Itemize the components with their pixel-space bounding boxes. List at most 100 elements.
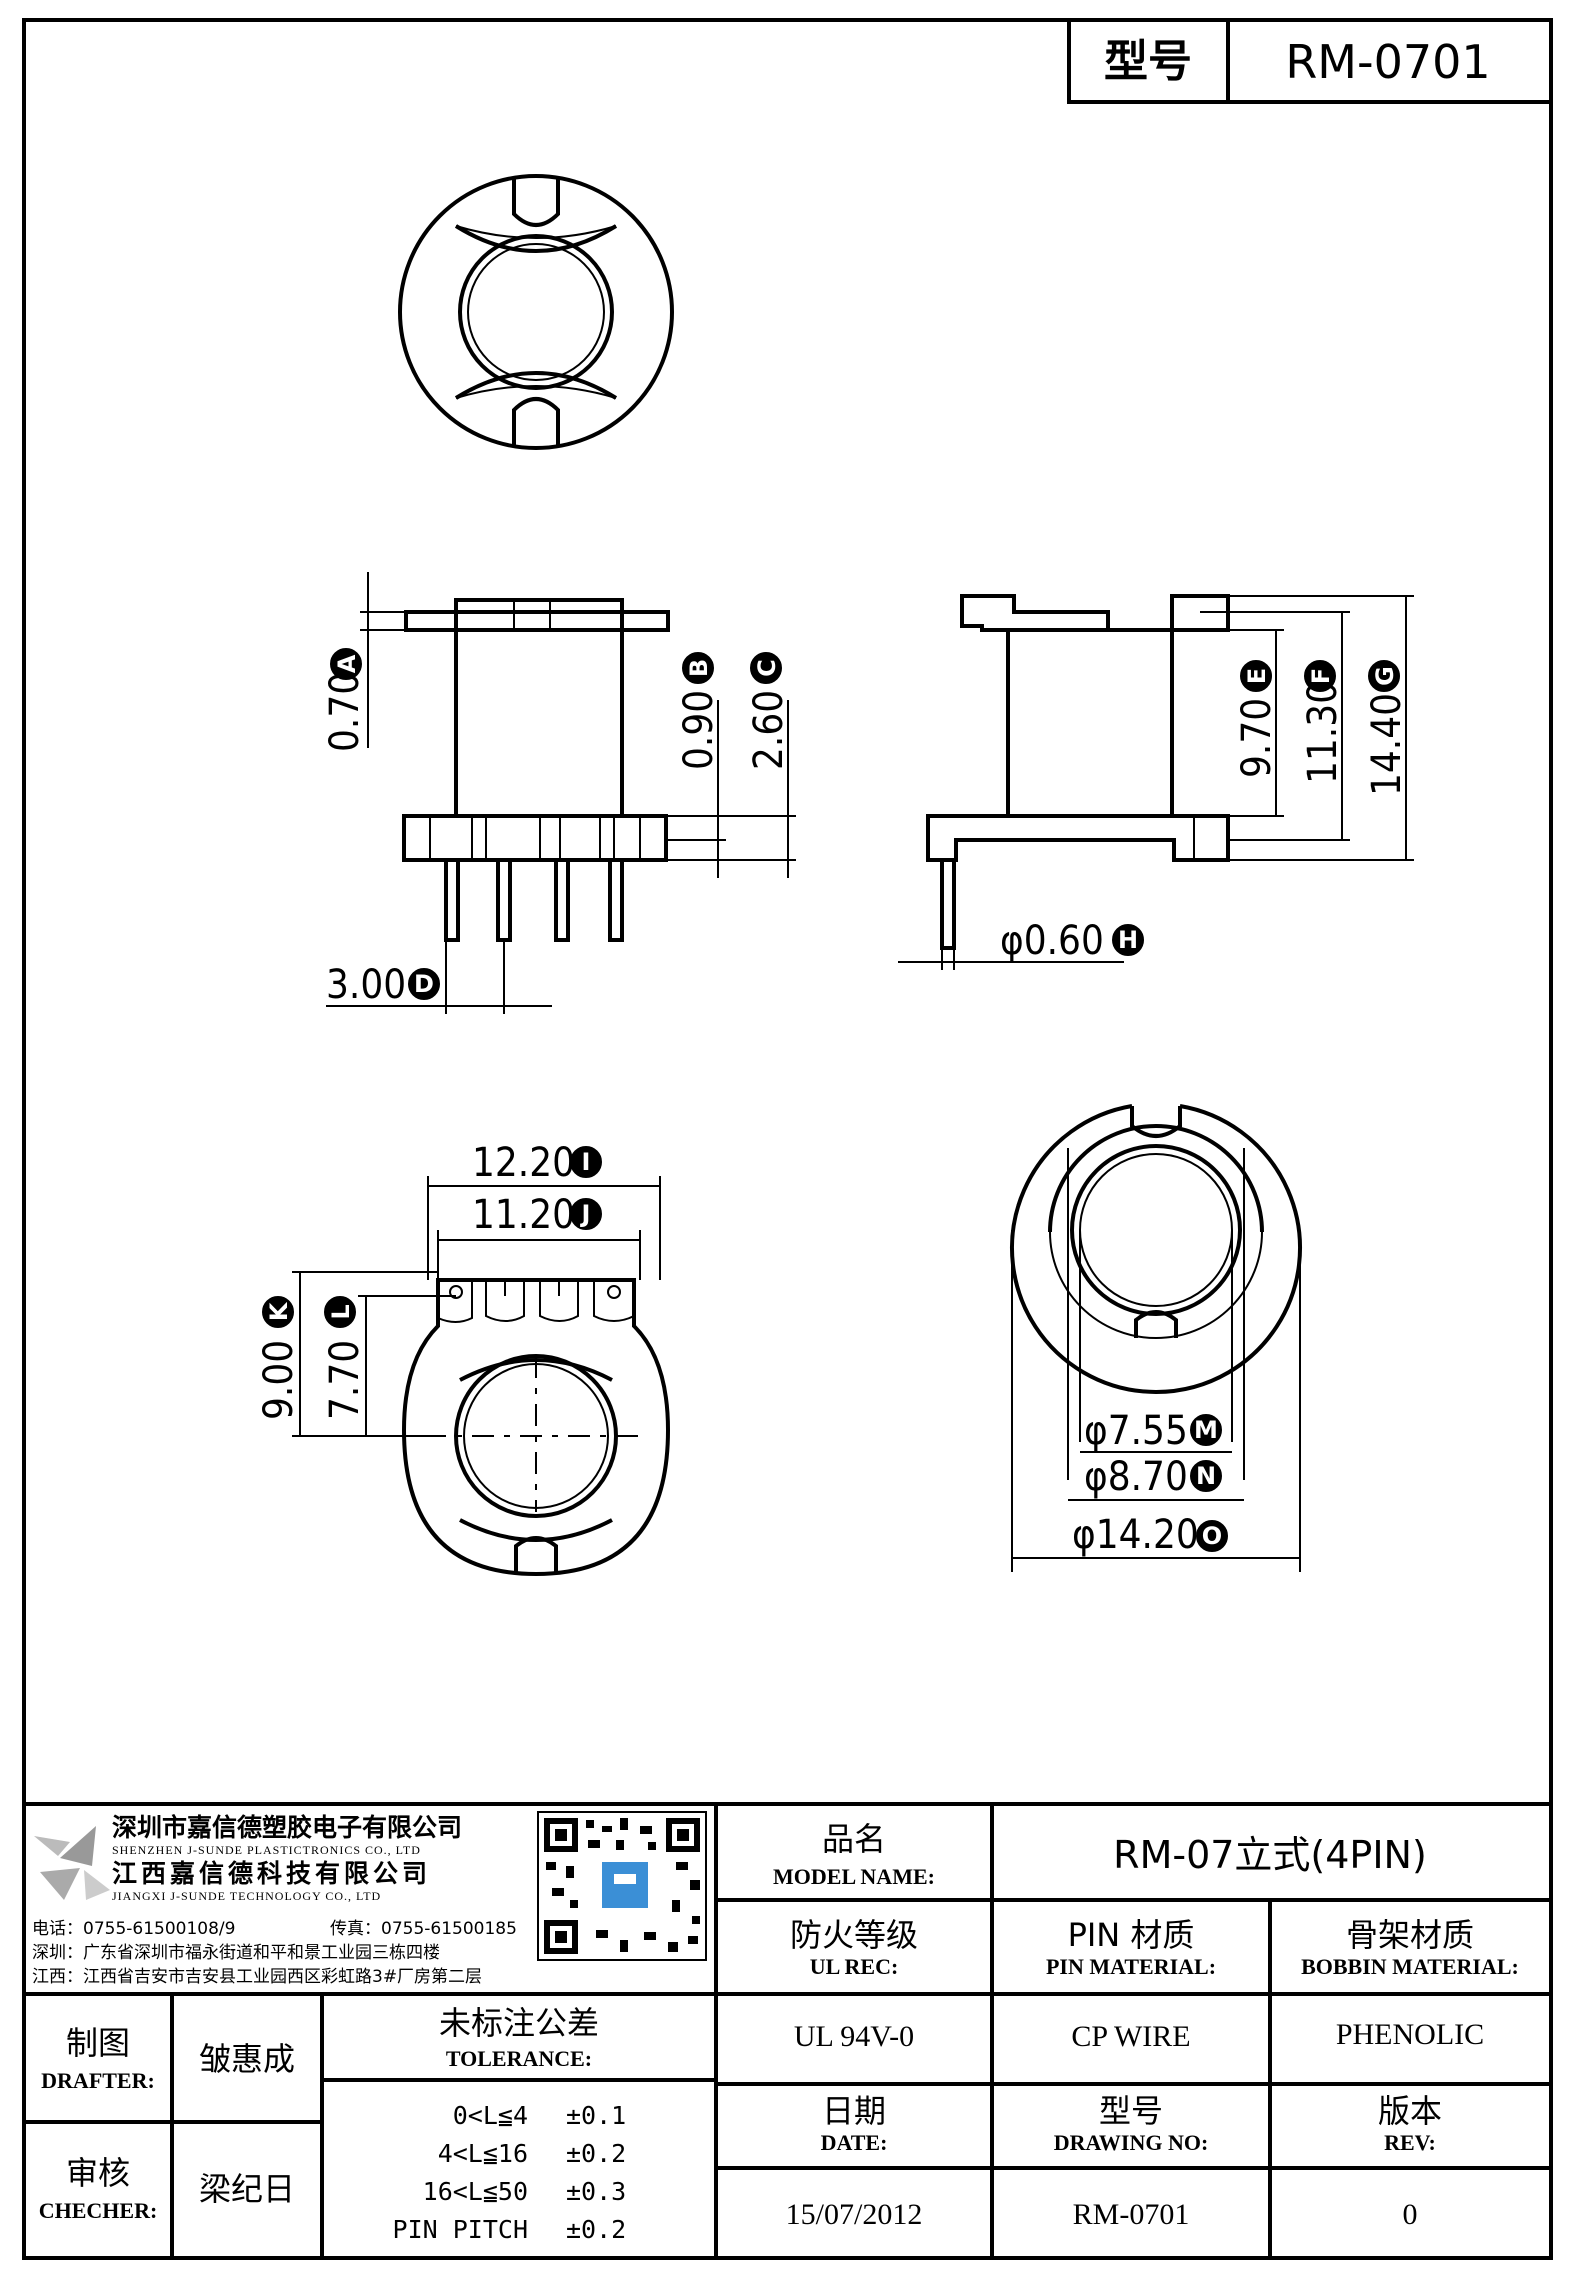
dim-G-tag-label: G — [1371, 666, 1399, 686]
dim-K: 9.00 K — [256, 1271, 438, 1437]
tolerance-range: 4<L≦16 — [438, 2139, 528, 2168]
tb-checker-cn: 审核 — [66, 2154, 130, 2192]
tb-rev-cn: 版本 — [1378, 2092, 1442, 2130]
tb-model-name-cn: 品名 — [822, 1820, 886, 1858]
tb-ul-en: UL REC: — [810, 1954, 899, 1979]
dim-N: φ8.70 N — [1068, 1454, 1244, 1501]
dim-G-value: 14.40 — [1364, 693, 1410, 796]
company-name-cn-2: 江西嘉信德科技有限公司 — [112, 1859, 431, 1888]
tolerance-range: 16<L≦50 — [423, 2177, 528, 2206]
tb-model-name-value: RM-07立式(4PIN) — [1113, 1833, 1427, 1877]
dim-K-tag-label: K — [265, 1301, 293, 1321]
tb-tolerance-en: TOLERANCE: — [446, 2046, 592, 2071]
tb-ul: 防火等级 UL REC: UL 94V-0 — [790, 1916, 918, 2053]
tb-bobbin-en: BOBBIN MATERIAL: — [1301, 1954, 1519, 1979]
dim-L-tag-label: L — [327, 1304, 355, 1319]
tb-date: 日期 DATE: 15/07/2012 — [786, 2092, 923, 2231]
tb-ul-value: UL 94V-0 — [794, 2020, 914, 2053]
front-view — [402, 598, 670, 942]
bottom-view — [401, 1278, 671, 1577]
company-address-jiangxi: 江西：江西省吉安市吉安县工业园西区彩虹路3#厂房第二层 — [32, 1967, 482, 1987]
dim-D: 3.00 D — [326, 940, 552, 1014]
dim-F-value: 11.30 — [1300, 681, 1346, 784]
dim-J-value: 11.20 — [472, 1192, 575, 1238]
tb-rev-value: 0 — [1403, 2198, 1418, 2231]
tb-bobbin: 骨架材质 BOBBIN MATERIAL: PHENOLIC — [1301, 1916, 1519, 2051]
title-block — [24, 1802, 1551, 2258]
tb-rev-en: REV: — [1384, 2130, 1436, 2155]
dim-G: 14.40 G — [1228, 595, 1414, 861]
dim-K-value: 9.00 — [256, 1340, 302, 1420]
dim-C-tag — [750, 652, 782, 684]
tolerance-value: ±0.2 — [566, 2139, 626, 2168]
header-type-value: RM-0701 — [1285, 35, 1490, 89]
dim-B-tag — [682, 652, 714, 684]
tolerance-range: PIN PITCH — [393, 2215, 528, 2244]
dim-F-tag — [1304, 660, 1336, 692]
dim-F: 11.30 F — [1228, 611, 1350, 841]
dim-L-value: 7.70 — [322, 1340, 368, 1420]
tb-checker: 审核 CHECHER: 梁纪日 — [39, 2154, 295, 2223]
tb-tolerance: 未标注公差 TOLERANCE: 0<L≦4 ±0.1 4<L≦16 ±0.2 … — [393, 2004, 627, 2244]
tb-pin: PIN 材质 PIN MATERIAL: CP WIRE — [1046, 1916, 1216, 2053]
dim-E-value: 9.70 — [1234, 698, 1280, 778]
company-logo — [34, 1826, 110, 1900]
company-fax: 传真：0755-61500185 — [330, 1919, 517, 1939]
company-tel: 电话：0755-61500108/9 — [32, 1919, 235, 1939]
tolerance-value: ±0.2 — [566, 2215, 626, 2244]
dim-O-value: φ14.20 — [1072, 1512, 1199, 1558]
tb-date-value: 15/07/2012 — [786, 2198, 923, 2231]
tolerance-range: 0<L≦4 — [453, 2101, 528, 2130]
dim-O: φ14.20 O — [1012, 1512, 1300, 1559]
tb-rev: 版本 REV: 0 — [1378, 2092, 1442, 2231]
drawing-frame — [22, 18, 1553, 2260]
tb-drafter-cn: 制图 — [66, 2024, 130, 2062]
dim-M-tag — [1190, 1414, 1222, 1446]
dim-M: φ7.55 M — [1080, 1408, 1232, 1454]
dim-C-value: 2.60 — [746, 690, 792, 770]
dim-G-tag — [1368, 660, 1400, 692]
dim-N-value: φ8.70 — [1084, 1454, 1188, 1500]
dim-D-value: 3.00 — [326, 962, 406, 1008]
header-type-label: 型号 — [1104, 36, 1192, 87]
dim-I-tag-label: I — [582, 1148, 591, 1176]
dim-L: 7.70 L — [322, 1295, 456, 1436]
dim-H: φ0.60 H — [898, 918, 1144, 970]
company-name-en-2: JIANGXI J-SUNDE TECHNOLOGY CO., LTD — [112, 1889, 381, 1903]
dim-I: 12.20 I — [427, 1140, 661, 1280]
tb-drafter-en: DRAFTER: — [41, 2068, 155, 2093]
dim-A-tag — [330, 648, 362, 680]
tolerance-value: ±0.3 — [566, 2177, 626, 2206]
tb-drafter: 制图 DRAFTER: 皱惠成 — [41, 2024, 295, 2093]
dim-D-tag — [408, 968, 440, 1000]
dim-B: 0.90 B — [666, 652, 726, 878]
tb-drawing-no-cn: 型号 — [1099, 2092, 1163, 2130]
dim-H-value: φ0.60 — [1000, 918, 1104, 964]
dim-H-tag — [1112, 924, 1144, 956]
tb-checker-en: CHECHER: — [39, 2198, 158, 2223]
dim-M-value: φ7.55 — [1084, 1408, 1188, 1454]
dim-J-tag — [570, 1198, 602, 1230]
dim-B-value: 0.90 — [676, 690, 722, 770]
dim-O-tag-label: O — [1202, 1522, 1222, 1550]
dim-H-tag-label: H — [1118, 926, 1138, 954]
tb-date-cn: 日期 — [822, 2092, 886, 2130]
tb-ul-cn: 防火等级 — [790, 1916, 918, 1954]
dim-M-tag-label: M — [1194, 1416, 1218, 1444]
company-block: 深圳市嘉信德塑胶电子有限公司 SHENZHEN J-SUNDE PLASTICT… — [32, 1811, 707, 1987]
dim-C-tag-label: C — [753, 659, 781, 677]
tb-model-name-en: MODEL NAME: — [773, 1864, 935, 1889]
qr-code — [537, 1811, 707, 1961]
side-view — [926, 594, 1230, 950]
tb-drawing-no-en: DRAWING NO: — [1054, 2130, 1209, 2155]
tb-pin-en: PIN MATERIAL: — [1046, 1954, 1216, 1979]
bottom-right-view — [1010, 1104, 1302, 1572]
tb-date-en: DATE: — [821, 2130, 888, 2155]
dim-K-tag — [262, 1296, 294, 1328]
top-view — [398, 174, 674, 450]
tb-drafter-value: 皱惠成 — [199, 2040, 295, 2078]
company-name-en-1: SHENZHEN J-SUNDE PLASTICTRONICS CO., LTD — [112, 1843, 421, 1857]
tb-drawing-no-value: RM-0701 — [1073, 2198, 1190, 2231]
dim-O-tag — [1196, 1520, 1228, 1552]
